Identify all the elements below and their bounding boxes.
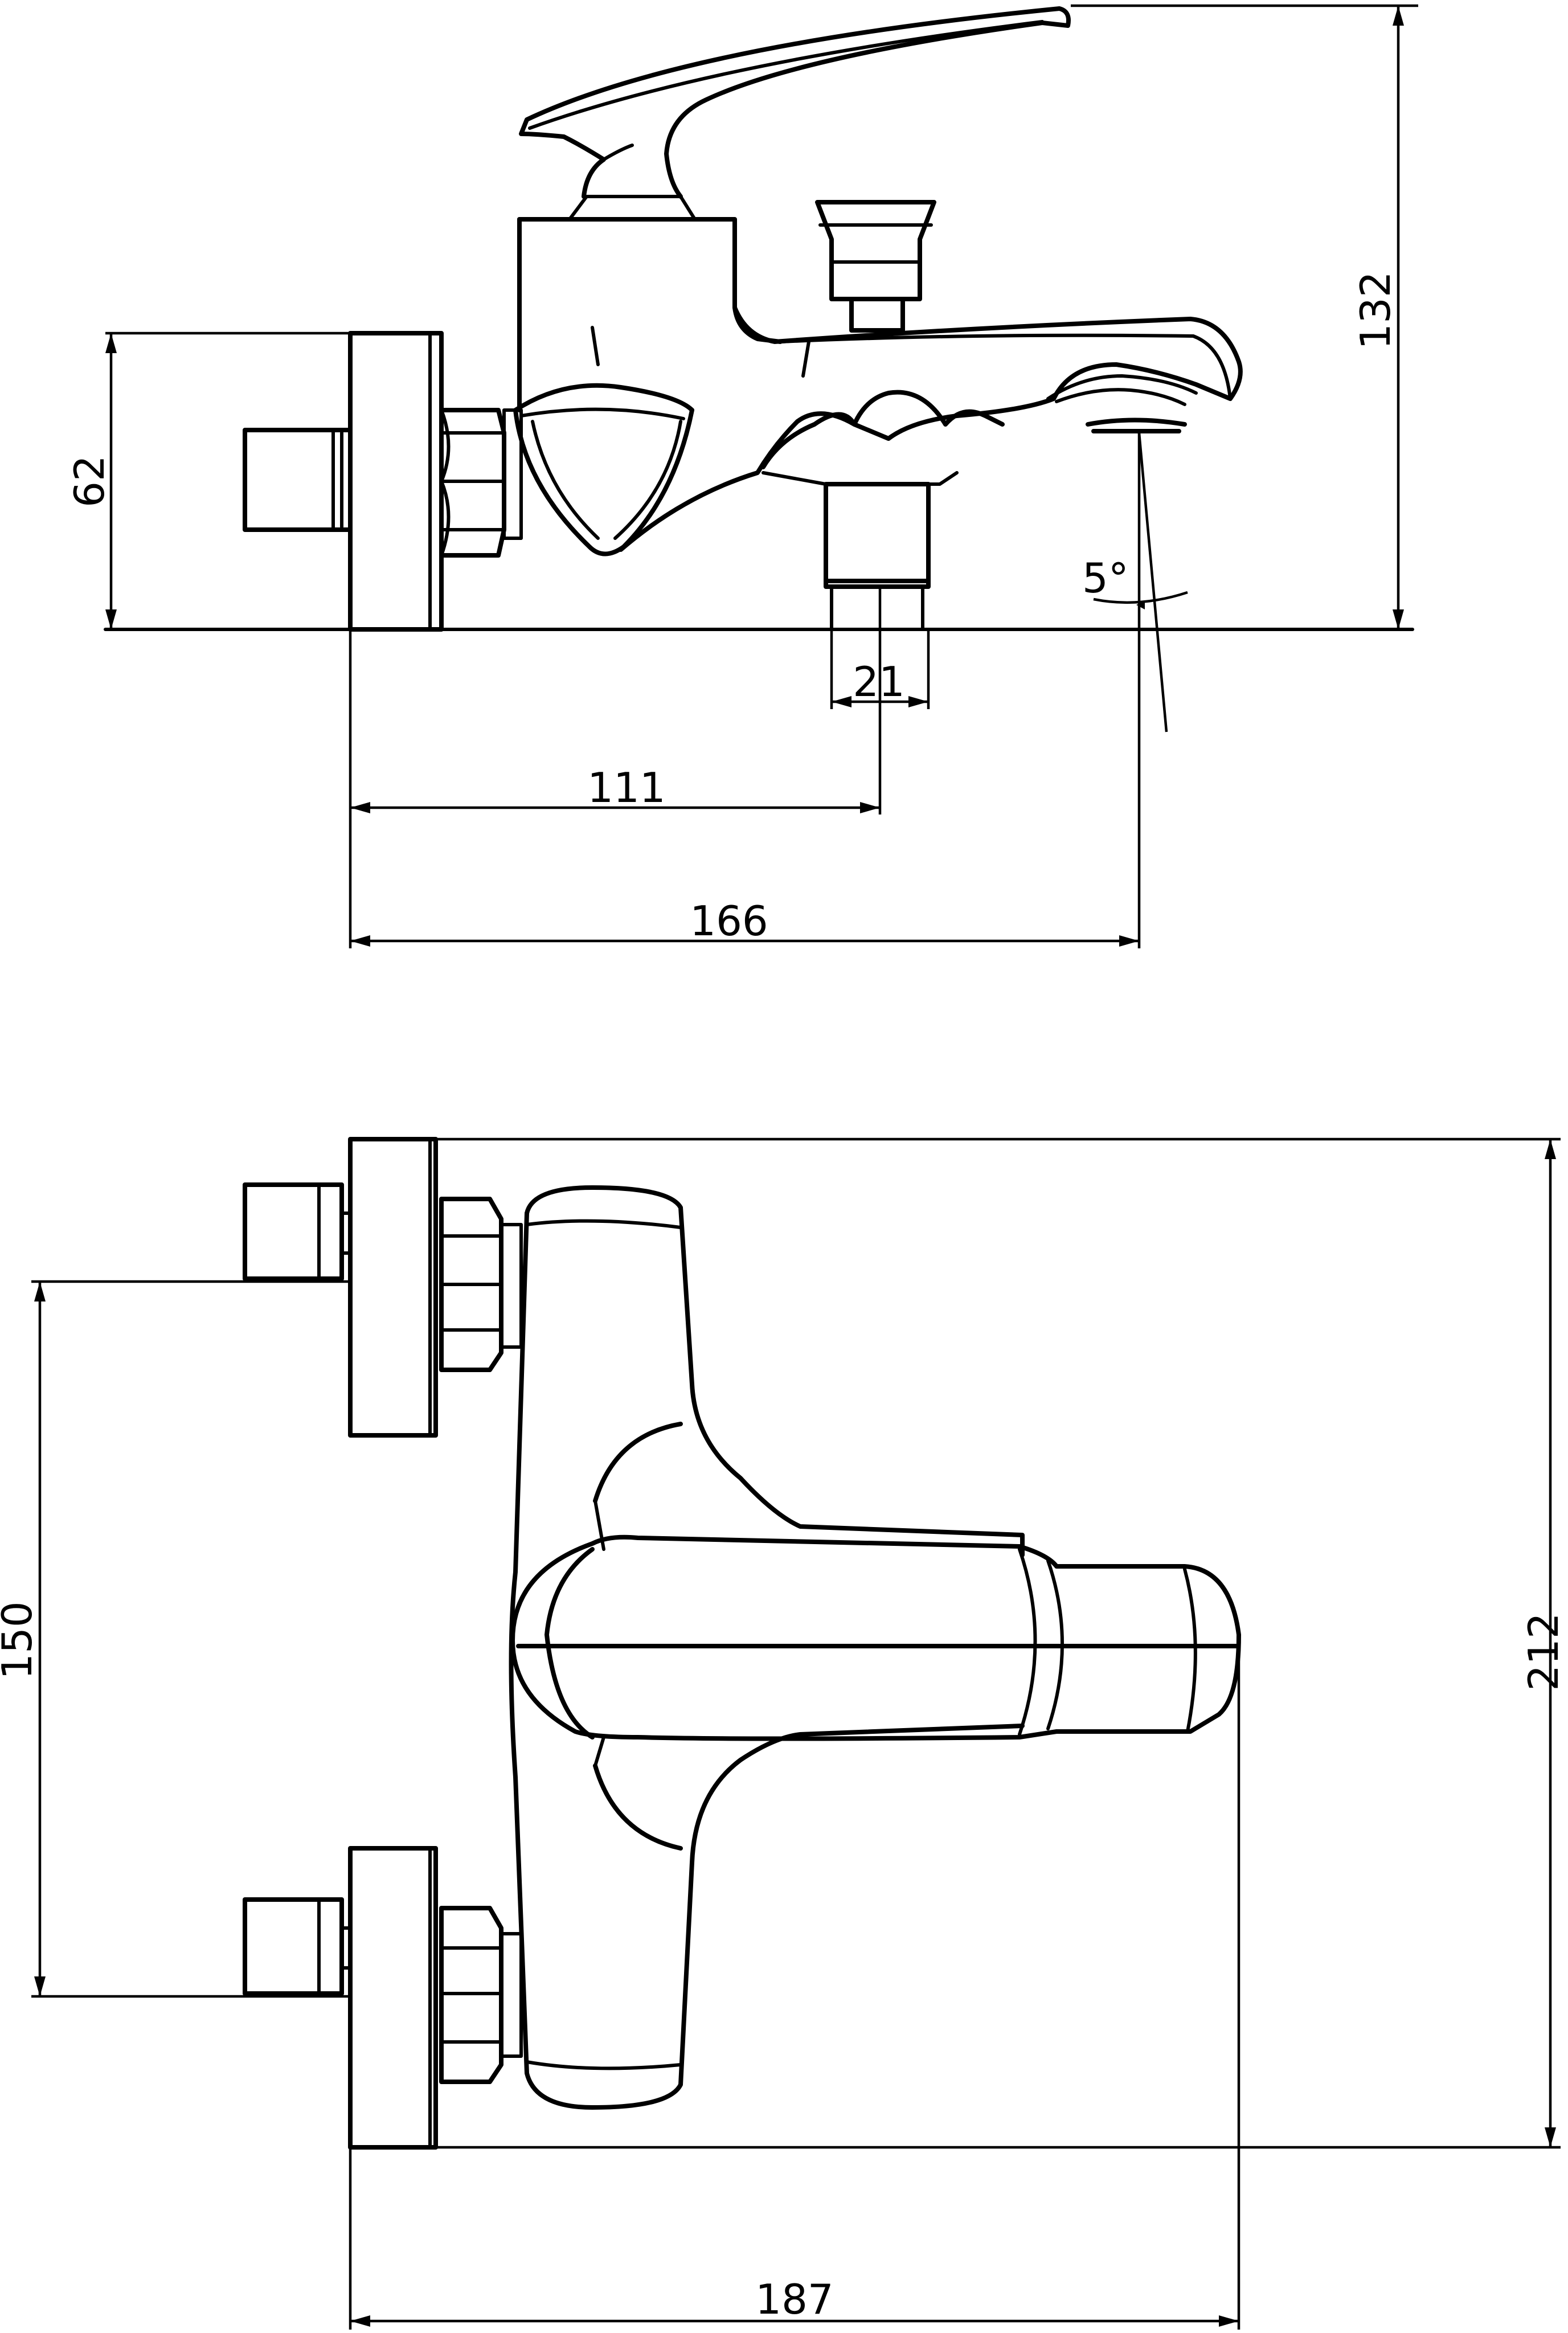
wall-flange [348,331,444,632]
lever-handle-top [510,1534,1241,1741]
dim-spout-reach-label: 166 [690,897,768,945]
top-view: 150 212 187 [0,1137,1567,2330]
inlet-stub [243,428,353,532]
dim-pipe-center: 111 [349,587,882,948]
dim-spout-angle-label: 5° [1082,554,1129,602]
dim-width-label: 212 [1520,1612,1567,1691]
dim-pipe-center-label: 111 [587,764,665,812]
mixer-body-top [509,1185,1025,2110]
upper-inlet-stub [243,1182,352,1281]
cartridge-dome [513,383,694,556]
dim-spout-angle: 5° [1082,432,1188,732]
dim-height: 132 [1071,4,1418,629]
diverter-knob [815,200,936,333]
hex-nut [439,408,506,558]
upper-hex-nut [439,1197,523,1372]
lever-handle [519,6,1071,199]
dim-depth-label: 62 [65,455,113,507]
side-view: 132 62 21 111 [65,4,1418,948]
dim-inlet-spacing-label: 150 [0,1601,41,1679]
dim-projection: 187 [349,1646,1241,2330]
dim-inlet-spacing: 150 [0,1280,350,1998]
dim-height-label: 132 [1352,271,1399,349]
connector [502,408,523,540]
dim-spout-reach: 166 [350,433,1141,948]
lower-flange [348,1846,438,2150]
lower-inlet-stub [243,1897,352,1996]
aerator [1086,418,1187,433]
lower-hex-nut [439,1906,523,2084]
mixer-body [517,195,783,412]
spout [591,305,1243,552]
cartridge-base [544,1422,683,1851]
dim-depth: 62 [65,331,350,629]
upper-flange [348,1137,438,1438]
dim-width: 212 [436,1137,1567,2149]
dim-projection-label: 187 [755,2275,833,2323]
shower-outlet [761,390,1005,631]
